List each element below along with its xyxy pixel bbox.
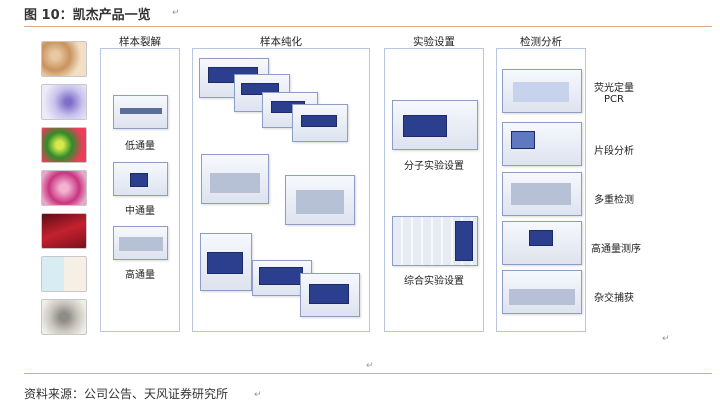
- bottom-rule: [24, 373, 712, 374]
- label-low-throughput: 低通量: [125, 141, 155, 152]
- label-molecular-setup: 分子实验设置: [404, 161, 464, 172]
- label-sequencing: 高通量测序: [591, 244, 641, 255]
- sample-image-specimen: [41, 299, 87, 335]
- label-medium-throughput: 中通量: [125, 206, 155, 217]
- label-multiplex: 多重检测: [594, 195, 634, 206]
- label-high-throughput: 高通量: [125, 270, 155, 281]
- sample-image-swab: [41, 256, 87, 292]
- paragraph-mark-icon: ↵: [366, 361, 374, 371]
- top-rule: [24, 26, 712, 27]
- sample-image-cells: [41, 84, 87, 120]
- sequencing-instrument: [502, 221, 582, 265]
- integrated-setup-instrument: [392, 216, 478, 266]
- sample-image-stain: [41, 170, 87, 206]
- label-fragment-analysis: 片段分析: [594, 146, 634, 157]
- purification-instrument-9: [300, 273, 360, 317]
- fragment-analysis-instrument: [502, 122, 582, 166]
- figure-title: 图 10：凯杰产品一览: [24, 8, 151, 23]
- purification-instrument-6: [285, 175, 355, 225]
- label-integrated-setup: 综合实验设置: [404, 276, 464, 287]
- sample-image-plant: [41, 127, 87, 163]
- molecular-setup-instrument: [392, 100, 478, 150]
- qpcr-instrument: [502, 69, 582, 113]
- multiplex-instrument: [502, 172, 582, 216]
- column-title-sample-purify: 样本纯化: [260, 36, 302, 48]
- sample-image-tissue: [41, 41, 87, 77]
- sample-image-blood: [41, 213, 87, 249]
- column-title-sample-prep: 样本裂解: [119, 36, 161, 48]
- paragraph-mark-icon: ↵: [662, 334, 670, 344]
- purification-instrument-4: [292, 104, 348, 142]
- hybrid-capture-instrument: [502, 270, 582, 314]
- column-title-detection: 检测分析: [520, 36, 562, 48]
- paragraph-mark-icon: ↵: [172, 8, 180, 18]
- medium-throughput-device: [113, 162, 168, 196]
- column-title-lab-setup: 实验设置: [413, 36, 455, 48]
- purification-instrument-5: [201, 154, 269, 204]
- source-note: 资料来源：公司公告、天风证券研究所: [24, 387, 229, 401]
- label-qpcr: 荧光定量 PCR: [594, 83, 634, 105]
- panel-lab-setup: [384, 48, 484, 332]
- paragraph-mark-icon: ↵: [254, 390, 262, 400]
- high-throughput-device: [113, 226, 168, 260]
- low-throughput-device: [113, 95, 168, 129]
- label-hybrid-capture: 杂交捕获: [594, 293, 634, 304]
- purification-instrument-7: [200, 233, 252, 291]
